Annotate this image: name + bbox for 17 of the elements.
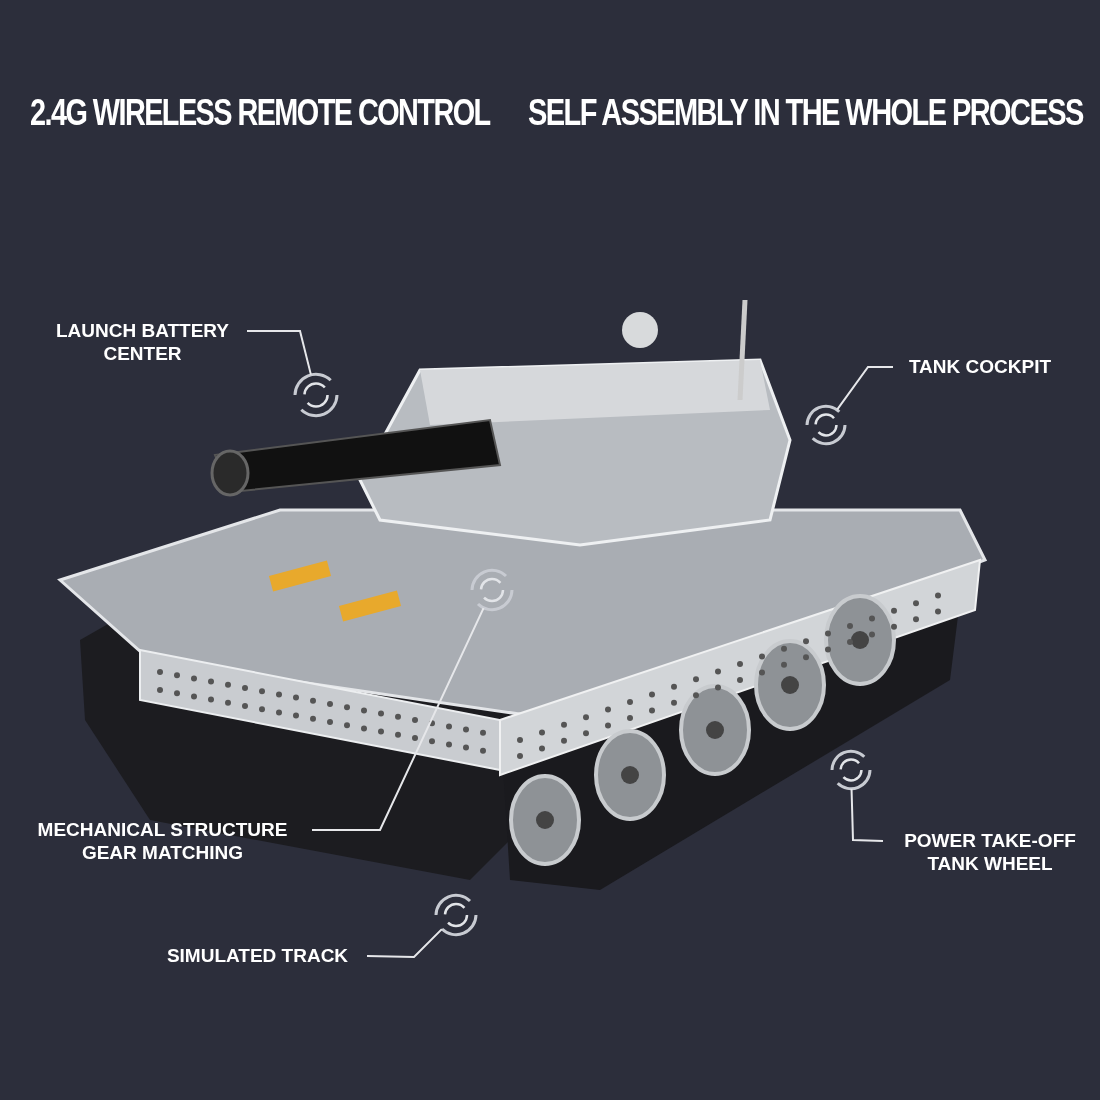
leader-line	[311, 607, 485, 831]
target-ring-icon	[434, 893, 478, 937]
target-ring-icon	[293, 372, 339, 418]
callout-label: POWER TAKE-OFF TANK WHEEL	[885, 829, 1095, 875]
callout-label: SIMULATED TRACK	[150, 944, 365, 967]
target-ring-icon	[470, 568, 514, 612]
target-ring-icon	[830, 749, 872, 791]
target-ring-icon	[805, 404, 847, 446]
leader-line	[366, 928, 443, 958]
leader-line	[246, 330, 312, 376]
leader-line	[836, 366, 894, 411]
heading: SELF ASSEMBLY IN THE WHOLE PROCESS	[528, 92, 1083, 134]
callout-label: MECHANICAL STRUCTURE GEAR MATCHING	[15, 818, 310, 864]
callout-label: TANK COCKPIT	[895, 355, 1065, 378]
heading: 2.4G WIRELESS REMOTE CONTROL	[30, 92, 490, 134]
leader-line	[850, 788, 884, 842]
callout-label: LAUNCH BATTERY CENTER	[40, 319, 245, 365]
